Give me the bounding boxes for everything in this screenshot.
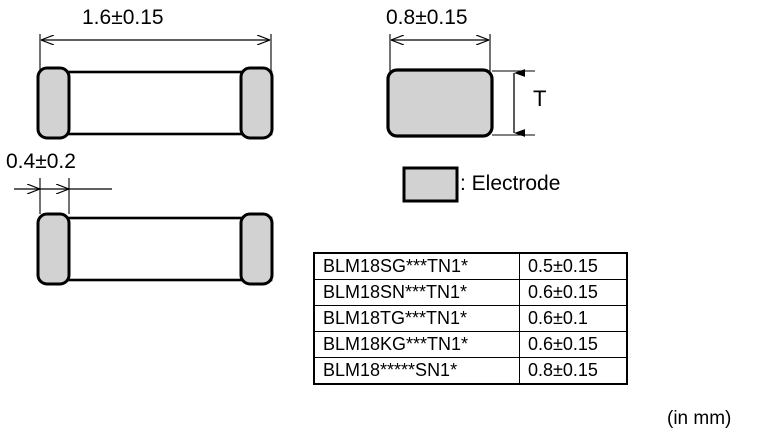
electrode-left-bottom <box>36 212 71 286</box>
part-number-cell: BLM18*****SN1* <box>313 357 520 385</box>
thickness-cell: 0.6±0.15 <box>519 331 628 358</box>
table-row: BLM18SG***TN1* 0.5±0.15 <box>313 252 628 280</box>
electrode-left-top <box>36 66 71 140</box>
component-body-top <box>38 70 273 136</box>
table-row: BLM18SN***TN1* 0.6±0.15 <box>313 279 628 306</box>
table-row: BLM18*****SN1* 0.8±0.15 <box>313 357 628 385</box>
electrode-right-top <box>239 66 274 140</box>
part-number-table: BLM18SG***TN1* 0.5±0.15 BLM18SN***TN1* 0… <box>313 252 628 385</box>
dim-gap-0p4 <box>14 178 112 214</box>
bottom-view-component <box>36 212 274 286</box>
table-row: BLM18KG***TN1* 0.6±0.15 <box>313 331 628 358</box>
units-note: (in mm) <box>667 408 732 429</box>
thickness-cell: 0.6±0.1 <box>519 305 628 332</box>
thickness-cell: 0.5±0.15 <box>519 252 628 280</box>
dimension-label-thickness: T <box>533 86 547 111</box>
top-view-component <box>36 66 274 140</box>
part-number-cell: BLM18KG***TN1* <box>313 331 520 358</box>
table-row: BLM18TG***TN1* 0.6±0.1 <box>313 305 628 332</box>
side-view-component <box>386 68 494 138</box>
part-number-cell: BLM18SN***TN1* <box>313 279 520 306</box>
dimension-label-width: 0.8±0.15 <box>386 6 468 29</box>
part-table-body: BLM18SG***TN1* 0.5±0.15 BLM18SN***TN1* 0… <box>313 252 628 385</box>
dim-length-1p6 <box>39 34 272 74</box>
part-number-cell: BLM18TG***TN1* <box>313 305 520 332</box>
electrode-right-bottom <box>239 212 274 286</box>
component-body-bottom <box>38 216 273 282</box>
part-number-cell: BLM18SG***TN1* <box>313 252 520 280</box>
dim-thickness-T <box>492 69 535 137</box>
dimension-label-length: 1.6±0.15 <box>82 6 164 29</box>
dim-width-0p8 <box>389 34 491 76</box>
component-body-side <box>386 68 494 138</box>
legend-electrode-label: : Electrode <box>460 172 561 195</box>
legend-electrode-swatch <box>402 166 459 203</box>
thickness-cell: 0.6±0.15 <box>519 279 628 306</box>
dimension-label-electrode-gap: 0.4±0.2 <box>6 150 76 173</box>
thickness-cell: 0.8±0.15 <box>519 357 628 385</box>
